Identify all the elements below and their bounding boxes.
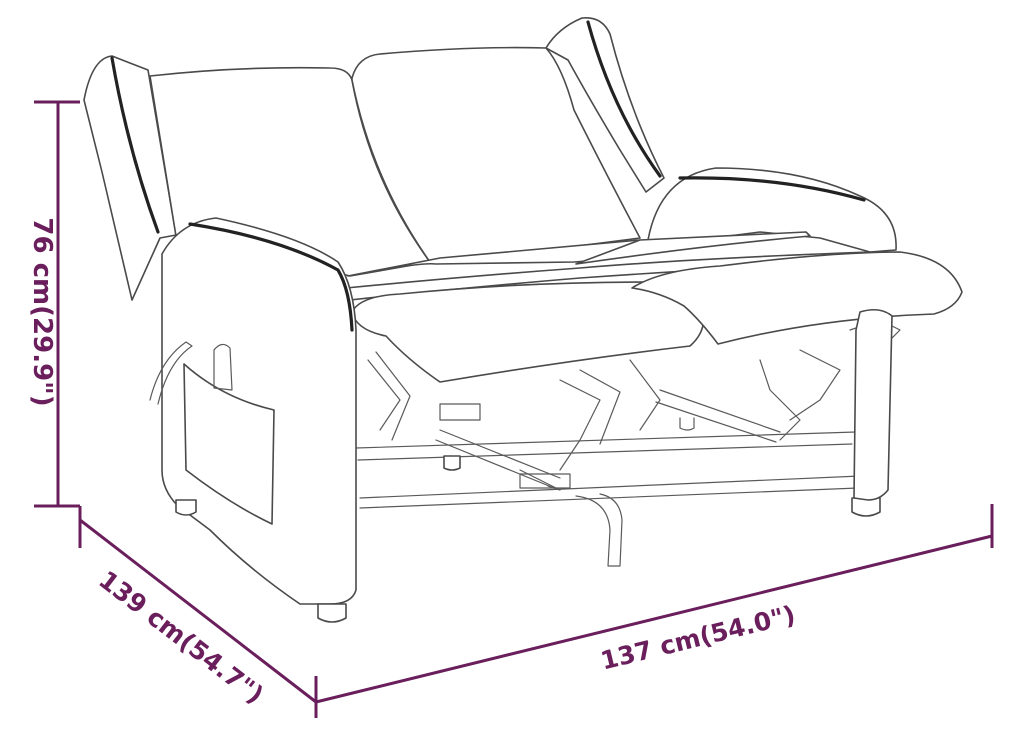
height-label: 76 cm(29.9"): [27, 217, 57, 406]
left-wing-back: [83, 55, 177, 301]
footrest-left: [351, 281, 705, 383]
recliner-loveseat-illustration: [83, 17, 963, 623]
center-foot: [443, 455, 461, 471]
width-dimension-line: [315, 504, 994, 704]
back-left-foot: [175, 499, 197, 516]
footrest-right: [631, 251, 963, 345]
height-dimension-line: [34, 100, 80, 508]
right-foot: [851, 497, 881, 517]
side-pocket: [183, 363, 275, 525]
right-wing-back: [545, 17, 665, 193]
right-armrest: [647, 167, 897, 253]
seat-cushion-right: [575, 231, 811, 265]
recliner-mechanism: [355, 319, 901, 567]
width-label: 137 cm(54.0"): [598, 600, 798, 676]
right-side-panel: [853, 308, 893, 501]
back-cushion-right: [351, 46, 641, 263]
depth-dimension-line: [78, 506, 318, 718]
front-left-foot: [317, 603, 347, 623]
depth-label: 139 cm(54.7"): [93, 565, 269, 710]
